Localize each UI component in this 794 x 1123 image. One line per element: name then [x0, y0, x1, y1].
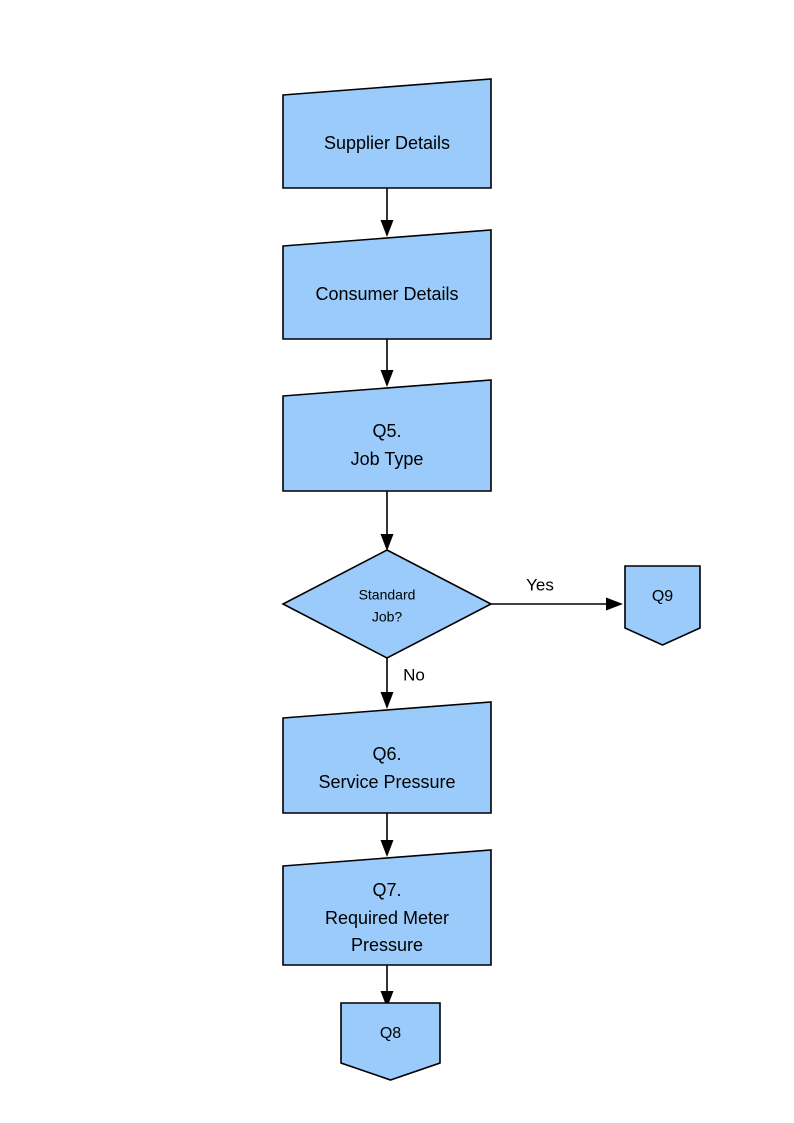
- node-supplier-details[interactable]: Supplier Details: [282, 78, 492, 189]
- node-label-decision-line2: Job?: [372, 609, 403, 625]
- node-label-q6-line1: Q6.: [372, 744, 401, 764]
- edge-label-no: No: [403, 665, 425, 684]
- node-label-decision-line1: Standard: [359, 587, 416, 603]
- edge-decision-yes-to-q9: Yes: [491, 575, 623, 611]
- arrowhead-icon: [380, 991, 394, 1008]
- edge-supplier-to-consumer: [380, 188, 394, 237]
- node-label-q8: Q8: [380, 1025, 401, 1042]
- node-shape-slanted-rectangle[interactable]: [282, 849, 492, 966]
- node-label-q7-line3: Pressure: [351, 935, 423, 955]
- edge-consumer-to-q5: [380, 339, 394, 387]
- arrowhead-icon: [606, 597, 623, 611]
- node-label-q7-line1: Q7.: [372, 880, 401, 900]
- node-consumer-details[interactable]: Consumer Details: [282, 229, 492, 340]
- node-shape-shield[interactable]: [624, 565, 701, 646]
- arrowhead-icon: [380, 534, 394, 551]
- node-label-consumer-details: Consumer Details: [315, 284, 458, 304]
- edge-q6-to-q7: [380, 813, 394, 857]
- node-label-q9: Q9: [652, 588, 673, 605]
- edge-label-yes: Yes: [526, 575, 554, 594]
- arrowhead-icon: [380, 220, 394, 237]
- node-q5-job-type[interactable]: Q5. Job Type: [282, 379, 492, 492]
- edge-q5-to-decision: [380, 491, 394, 551]
- edge-decision-no-to-q6: No: [380, 658, 425, 709]
- node-shape-slanted-rectangle[interactable]: [282, 229, 492, 340]
- arrowhead-icon: [380, 370, 394, 387]
- node-label-q7-line2: Required Meter: [325, 908, 449, 928]
- node-shape-slanted-rectangle[interactable]: [282, 78, 492, 189]
- node-standard-job-decision[interactable]: Standard Job?: [281, 549, 493, 659]
- node-label-q6-line2: Service Pressure: [318, 772, 455, 792]
- node-shape-slanted-rectangle[interactable]: [282, 379, 492, 492]
- node-label-q5-line2: Job Type: [351, 449, 424, 469]
- arrowhead-icon: [380, 840, 394, 857]
- node-shape-slanted-rectangle[interactable]: [282, 701, 492, 814]
- node-q6-service-pressure[interactable]: Q6. Service Pressure: [282, 701, 492, 814]
- arrowhead-icon: [380, 692, 394, 709]
- node-q8[interactable]: Q8: [340, 1002, 441, 1081]
- node-q7-required-meter-pressure[interactable]: Q7. Required Meter Pressure: [282, 849, 492, 966]
- node-label-q5-line1: Q5.: [372, 421, 401, 441]
- node-shape-diamond[interactable]: [281, 549, 493, 659]
- node-label-supplier-details: Supplier Details: [324, 133, 450, 153]
- node-q9[interactable]: Q9: [624, 565, 701, 646]
- edge-q7-to-q8: [380, 965, 394, 1008]
- node-shape-shield[interactable]: [340, 1002, 441, 1081]
